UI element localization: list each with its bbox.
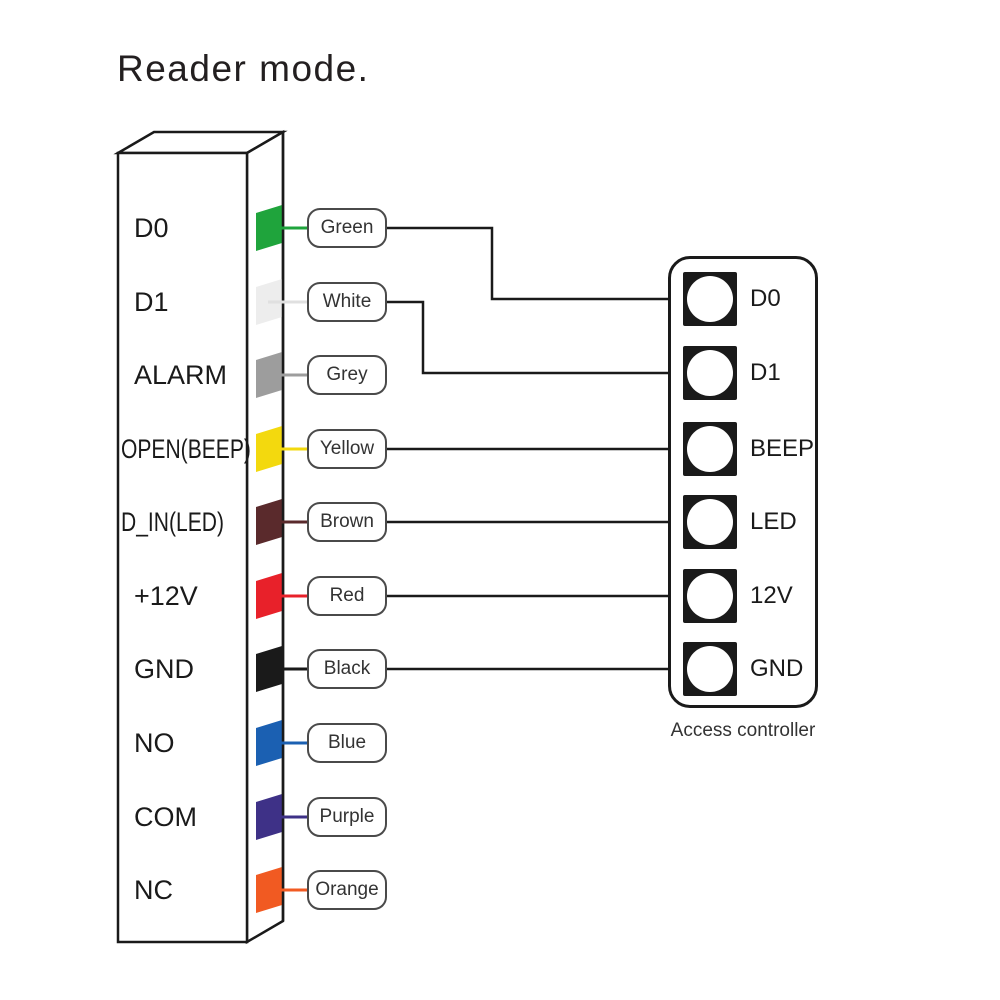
controller-pin-circle [687, 426, 733, 472]
controller-pin-label: BEEP [750, 435, 815, 462]
reader-terminal-label: D0 [134, 213, 169, 243]
wire-color-pill: White [307, 282, 387, 322]
controller-pin-circle [687, 646, 733, 692]
controller-pin-row: LED [683, 495, 797, 549]
wire-color-pill: Brown [307, 502, 387, 542]
reader-terminal-label: D_IN(LED) [121, 507, 224, 537]
reader-terminal-label: OPEN(BEEP) [121, 434, 251, 464]
wire-color-pill: Black [307, 649, 387, 689]
controller-pin-label: D1 [750, 359, 781, 386]
reader-terminal-label: COM [134, 802, 197, 832]
reader-terminal-label: NO [134, 728, 175, 758]
controller-pin-row: BEEP [683, 422, 814, 476]
controller-pin-label: GND [750, 655, 804, 682]
controller-pin-row: D0 [683, 272, 781, 326]
wire-color-pill: Grey [307, 355, 387, 395]
connection-wire [385, 300, 668, 375]
controller-pin-square [683, 642, 737, 696]
controller-pin-label: LED [750, 508, 797, 535]
controller-pin-row: GND [683, 642, 803, 696]
controller-pin-circle [687, 276, 733, 322]
wire-color-pill: Green [307, 208, 387, 248]
page-title: Reader mode. [117, 48, 370, 89]
reader-box-front-face [116, 151, 249, 944]
controller-pin-circle [687, 350, 733, 396]
controller-pin-row: 12V [683, 569, 793, 623]
controller-pin-square [683, 495, 737, 549]
controller-pin-square [683, 422, 737, 476]
reader-terminal-label: D1 [134, 287, 169, 317]
reader-terminal-label: +12V [134, 581, 198, 611]
access-controller-caption: Access controller [670, 720, 816, 741]
wire-color-pill: Yellow [307, 429, 387, 469]
controller-pin-row: D1 [683, 346, 781, 400]
controller-pin-label: D0 [750, 285, 781, 312]
controller-pin-square [683, 569, 737, 623]
wire-color-pill: Purple [307, 797, 387, 837]
controller-pin-label: 12V [750, 582, 793, 609]
controller-pin-square [683, 346, 737, 400]
reader-terminal-label: ALARM [134, 360, 228, 390]
connection-wire [385, 226, 668, 301]
controller-pin-circle [687, 499, 733, 545]
controller-pin-square [683, 272, 737, 326]
controller-pin-circle [687, 573, 733, 619]
wire-color-pill: Blue [307, 723, 387, 763]
wire-color-pill: Orange [307, 870, 387, 910]
reader-terminal-label: NC [134, 875, 173, 905]
reader-terminal-label: GND [134, 654, 194, 684]
wire-color-pill: Red [307, 576, 387, 616]
